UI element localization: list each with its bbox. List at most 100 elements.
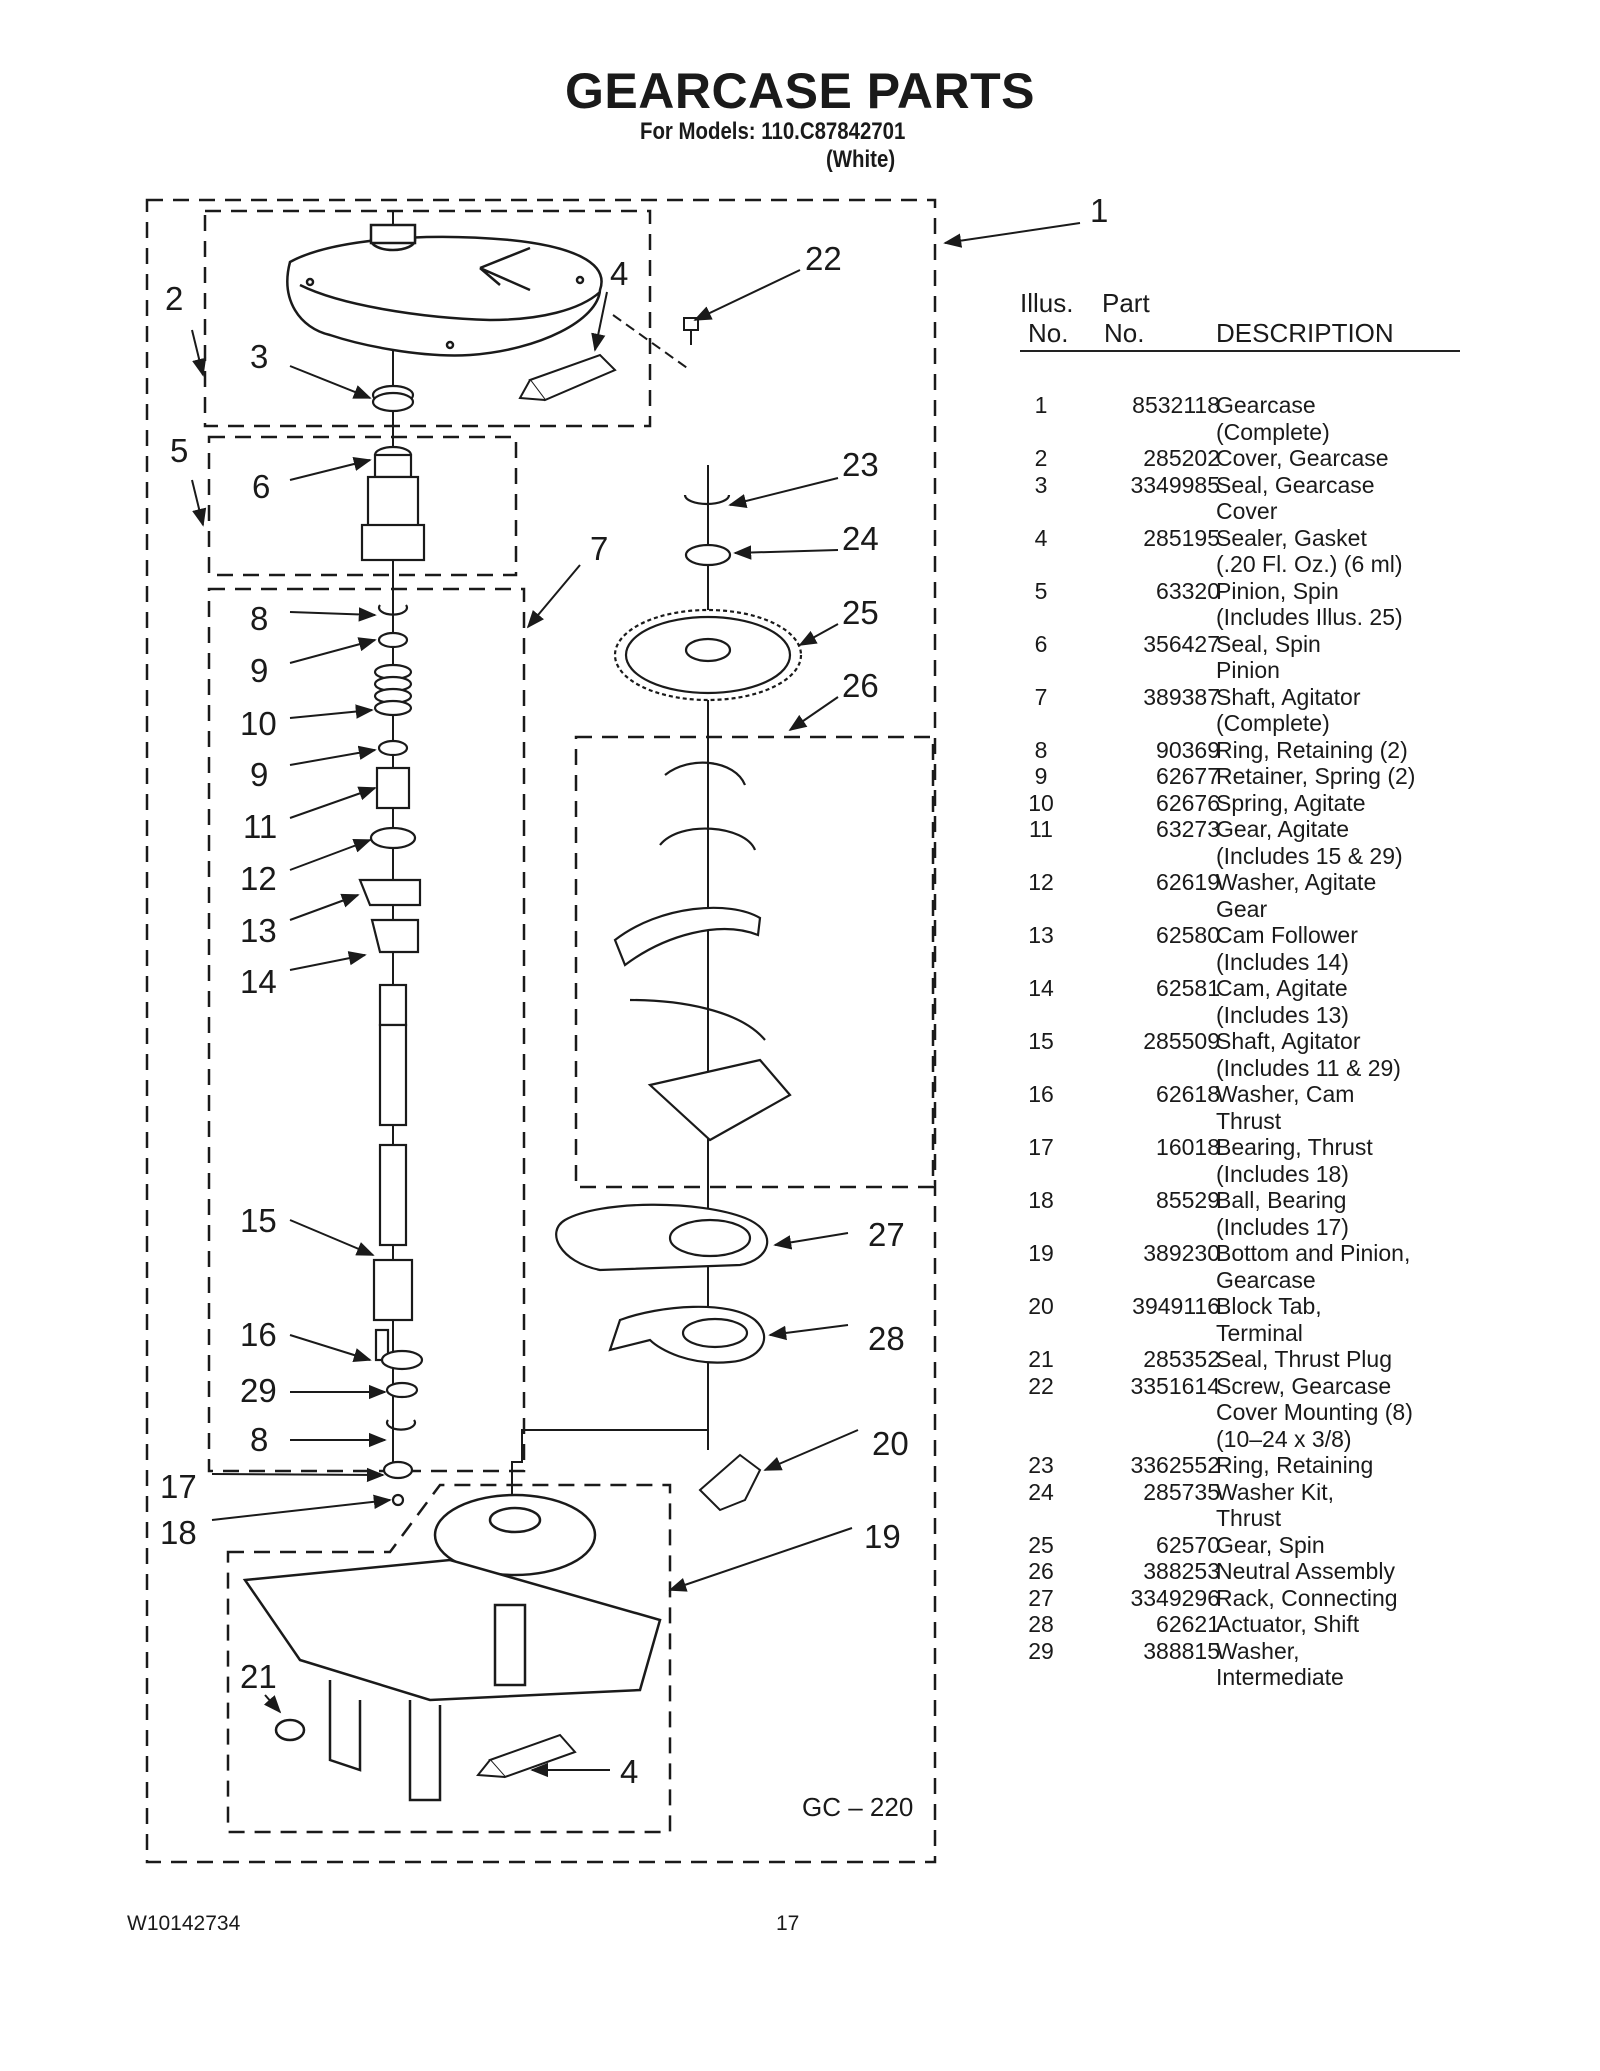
- part-description: Bearing, Thrust (Includes 18): [1216, 1134, 1373, 1187]
- part-number: 62677: [1156, 763, 1220, 789]
- header-description: DESCRIPTION: [1216, 318, 1394, 348]
- part-number: 62570: [1156, 1531, 1220, 1558]
- illus-number: 10: [1028, 789, 1054, 816]
- callout-8b: 8: [250, 1421, 268, 1458]
- illus-number: 21: [1028, 1346, 1054, 1372]
- gearcase-cover-part: [286, 223, 603, 357]
- spin-gear-parts: [613, 494, 803, 702]
- illus-number: 26: [1028, 1558, 1054, 1584]
- callout-18: 18: [160, 1514, 197, 1551]
- illus-number: 11: [1029, 816, 1053, 842]
- part-number: 90369: [1156, 736, 1220, 763]
- part-number: 62580: [1156, 922, 1220, 948]
- callout-12: 12: [240, 860, 277, 897]
- part-description: Cover, Gearcase: [1216, 445, 1389, 471]
- part-number: 388253: [1143, 1558, 1220, 1584]
- part-description: Ring, Retaining (2): [1216, 736, 1408, 763]
- illus-number: 25: [1028, 1531, 1054, 1558]
- header-illus-1: Illus.: [1020, 288, 1074, 318]
- part-number: 388815: [1143, 1637, 1220, 1664]
- box-neutral-assembly: [574, 735, 935, 1189]
- part-description: Actuator, Shift: [1216, 1611, 1360, 1637]
- color-line: (White): [826, 146, 896, 173]
- box-cover: [203, 209, 652, 428]
- part-number: 356427: [1143, 630, 1220, 657]
- illus-number: 24: [1028, 1478, 1054, 1505]
- part-description: Washer, Agitate Gear: [1216, 869, 1377, 922]
- illus-number: 20: [1028, 1293, 1054, 1319]
- part-description: Cam, Agitate (Includes 13): [1216, 975, 1349, 1028]
- part-number: 63273: [1156, 816, 1220, 842]
- callout-15: 15: [240, 1202, 277, 1239]
- part-description: Seal, Thrust Plug: [1216, 1346, 1393, 1372]
- illus-number: 2: [1034, 445, 1048, 471]
- part-description: Spring, Agitate: [1216, 789, 1366, 816]
- header-part-1: Part: [1102, 288, 1150, 318]
- callout-13: 13: [240, 912, 277, 949]
- part-number: 285352: [1143, 1346, 1220, 1372]
- callout-28: 28: [868, 1320, 905, 1357]
- part-description: Gear, Agitate (Includes 15 & 29): [1216, 816, 1403, 869]
- callout-1: 1: [1090, 192, 1108, 229]
- callout-2: 2: [165, 280, 183, 317]
- rack-actuator-parts: [555, 1203, 769, 1364]
- illus-number: 8: [1034, 736, 1048, 763]
- part-number: 389387: [1143, 683, 1220, 710]
- callout-numbers: 1 2 3 4 22 5 6 7 23 24 8 9 25 26 10 9 11…: [160, 192, 1108, 1790]
- illus-number: 27: [1028, 1584, 1054, 1611]
- part-number: 3349296: [1130, 1584, 1220, 1611]
- sealer-tube-part: [476, 353, 617, 1779]
- part-description: Rack, Connecting: [1216, 1584, 1398, 1611]
- callout-27: 27: [868, 1216, 905, 1253]
- callout-9b: 9: [250, 756, 268, 793]
- illus-number: 1: [1034, 392, 1048, 418]
- callout-16: 16: [240, 1316, 277, 1353]
- part-number: 62618: [1156, 1081, 1220, 1107]
- box-agitator-shaft: [207, 587, 526, 1473]
- callout-17: 17: [160, 1468, 197, 1505]
- callout-9: 9: [250, 652, 268, 689]
- part-description: Pinion, Spin (Includes Illus. 25): [1216, 577, 1403, 631]
- part-description: Washer, Intermediate: [1216, 1637, 1344, 1691]
- callout-29: 29: [240, 1372, 277, 1409]
- illus-number: 7: [1034, 683, 1048, 710]
- callout-7: 7: [590, 530, 608, 567]
- illus-number: 29: [1028, 1637, 1054, 1664]
- box-gearcase-complete: [145, 198, 937, 1864]
- callout-21: 21: [240, 1658, 277, 1695]
- illus-number: 23: [1028, 1452, 1054, 1478]
- part-number: 3349985: [1130, 471, 1220, 498]
- illus-number: 3: [1034, 471, 1048, 498]
- part-description: Washer, Cam Thrust: [1216, 1081, 1355, 1134]
- gearcase-bottom-part: [242, 1493, 662, 1802]
- header-illus-2: No.: [1028, 318, 1069, 348]
- callout-26: 26: [842, 667, 879, 704]
- part-number: 62676: [1156, 789, 1220, 816]
- part-description: Seal, Gearcase Cover: [1216, 471, 1375, 525]
- callout-5: 5: [170, 432, 188, 469]
- illus-number: 6: [1034, 630, 1048, 657]
- part-number: 285202: [1143, 445, 1220, 471]
- illus-number: 9: [1034, 763, 1048, 789]
- callout-6: 6: [252, 468, 270, 505]
